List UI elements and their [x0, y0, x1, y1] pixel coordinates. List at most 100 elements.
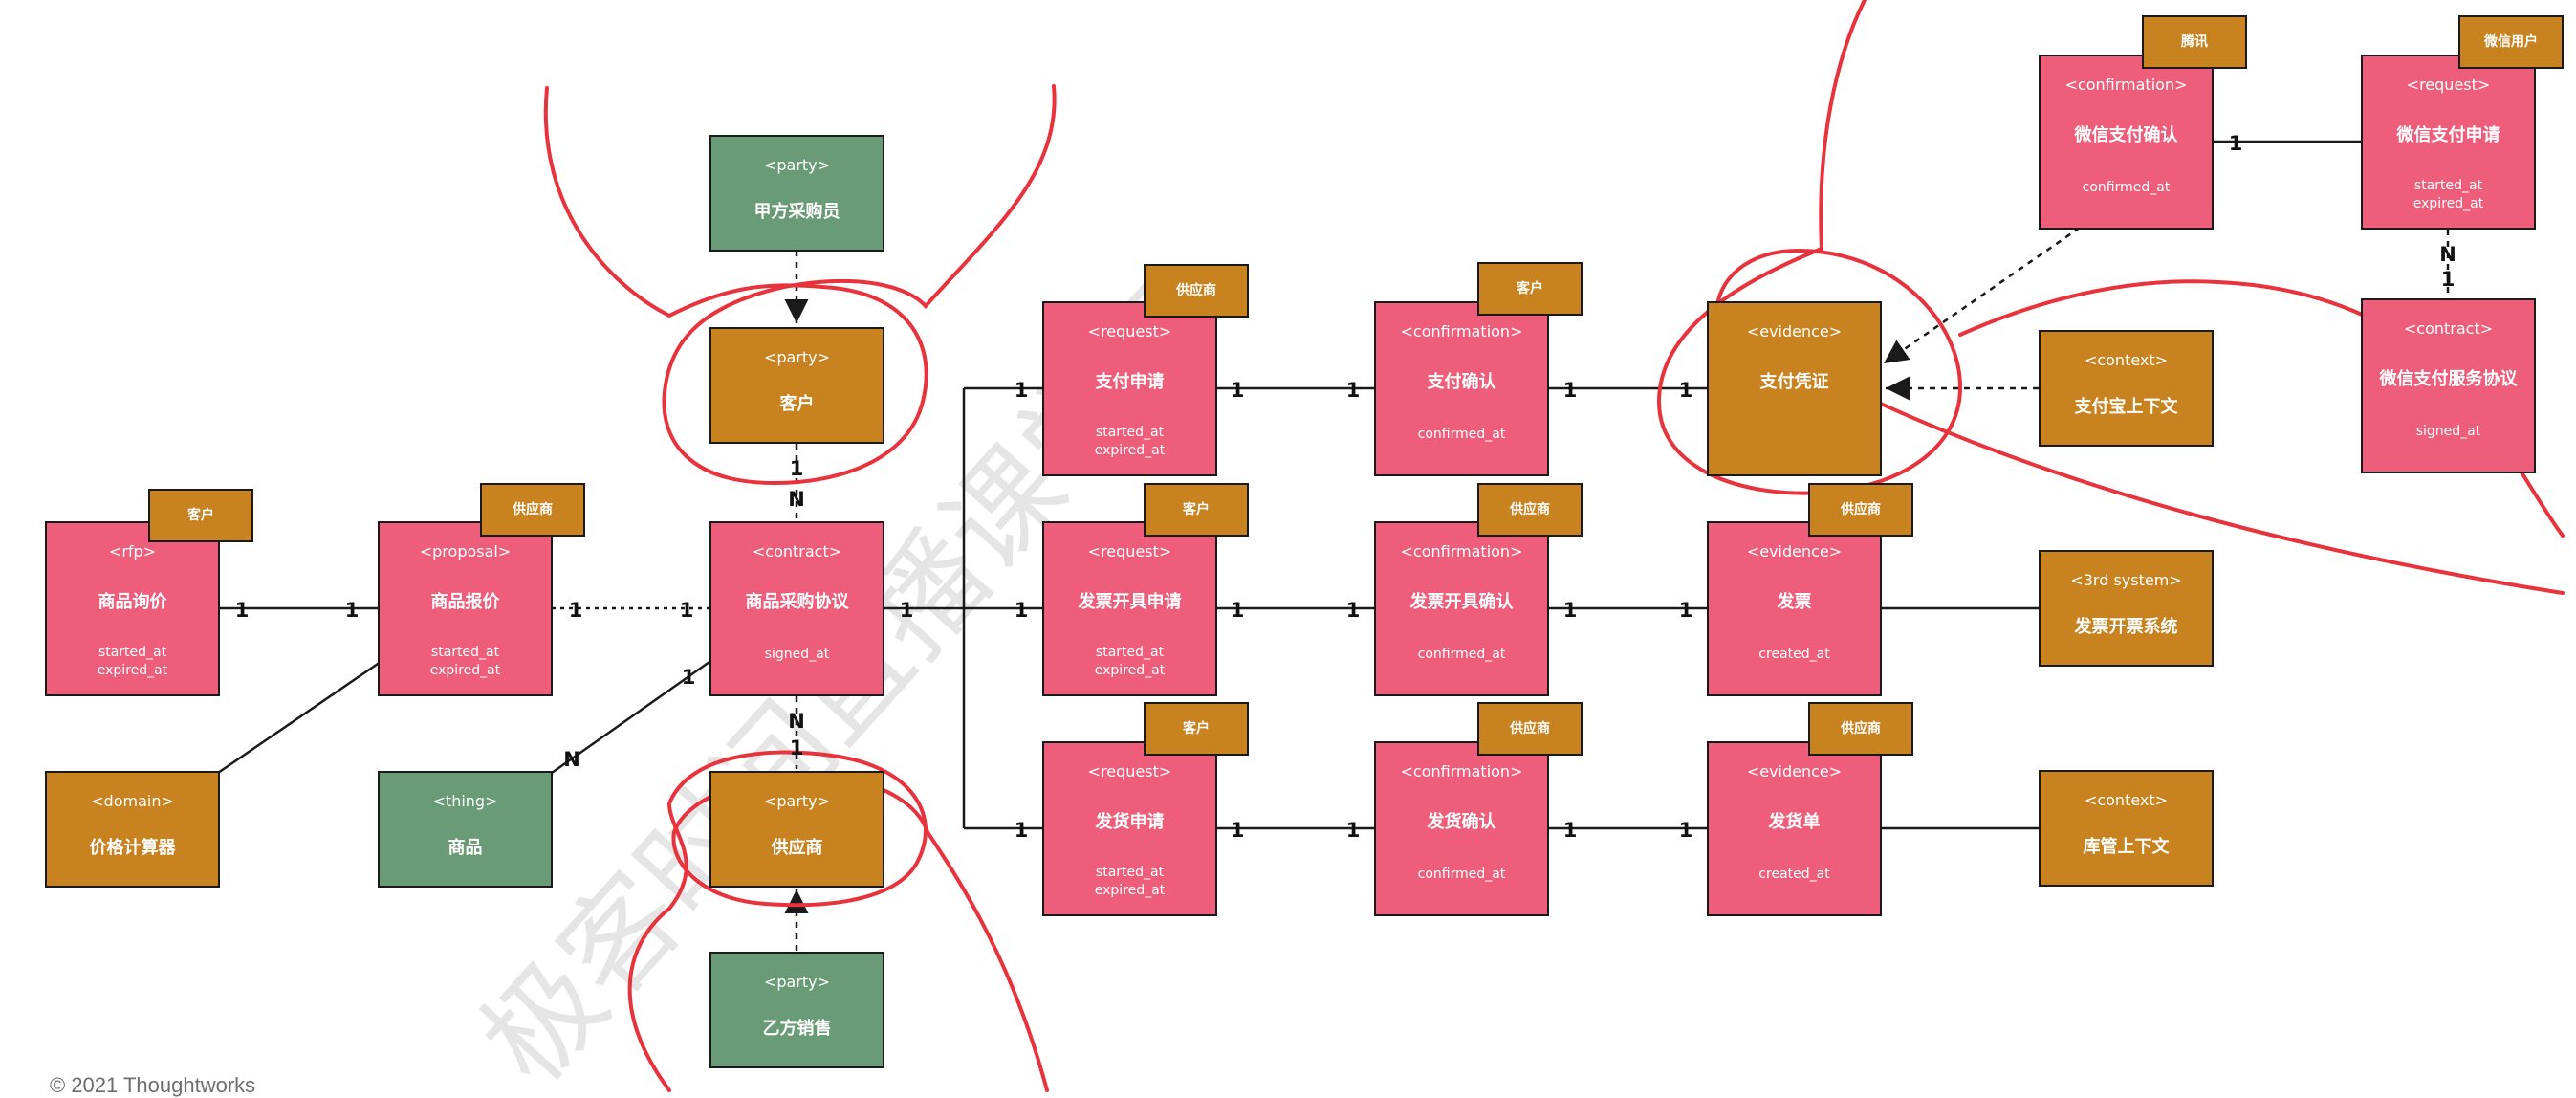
- rfp-box[interactable]: <rfp> 商品询价 started_at expired_at: [45, 521, 220, 696]
- alipay-context-stereotype: <context>: [2084, 351, 2169, 369]
- alipay-context-box[interactable]: <context> 支付宝上下文: [2039, 330, 2214, 447]
- price-calc-name: 价格计算器: [89, 838, 176, 858]
- cardinality-label: 1: [2228, 132, 2243, 155]
- cardinality-label: 1: [1678, 819, 1693, 842]
- buyer-name: 甲方采购员: [753, 202, 840, 222]
- supplier-stereotype: <party>: [763, 792, 831, 810]
- cardinality-label: 1: [1230, 599, 1245, 622]
- ship-confirm-stereotype: <confirmation>: [1400, 762, 1523, 780]
- goods-stereotype: <thing>: [432, 792, 498, 810]
- wx-contract-name: 微信支付服务协议: [2379, 369, 2518, 389]
- proposal-name: 商品报价: [430, 592, 500, 612]
- payment-proof-box[interactable]: <evidence> 支付凭证: [1707, 301, 1882, 476]
- pay-request-attr-expire: expired_at: [1094, 443, 1166, 458]
- invoice-confirm-box[interactable]: <confirmation> 发票开具确认 confirmed_at: [1374, 521, 1549, 696]
- warehouse-context-box[interactable]: <context> 库管上下文: [2039, 770, 2214, 887]
- ship-request-attrs: started_at expired_at: [1044, 864, 1215, 900]
- wx-confirm-box[interactable]: <confirmation> 微信支付确认 confirmed_at: [2039, 55, 2214, 230]
- warehouse-context-stereotype: <context>: [2084, 791, 2169, 809]
- invoice-name: 发票: [1777, 592, 1812, 612]
- pay-confirm-attrs: confirmed_at: [1376, 426, 1547, 444]
- wx-confirm-attrs: confirmed_at: [2041, 179, 2212, 197]
- contract-box[interactable]: <contract> 商品采购协议 signed_at: [709, 521, 884, 696]
- price-calc-box[interactable]: <domain> 价格计算器: [45, 771, 220, 888]
- buyer-box[interactable]: <party> 甲方采购员: [709, 135, 884, 252]
- customer-box[interactable]: <party> 客户: [709, 327, 884, 444]
- ship-request-attr-start: started_at: [1095, 865, 1165, 880]
- invoice-role-tag: 供应商: [1808, 483, 1913, 537]
- ship-request-role-tag: 客户: [1144, 702, 1249, 756]
- contract-attr-signed: signed_at: [764, 647, 830, 662]
- buyer-stereotype: <party>: [763, 156, 831, 174]
- invoice-request-attr-expire: expired_at: [1094, 663, 1166, 678]
- payment-proof-stereotype: <evidence>: [1746, 322, 1843, 340]
- payment-proof-name: 支付凭证: [1759, 372, 1829, 392]
- ship-confirm-name: 发货确认: [1427, 812, 1496, 832]
- wx-confirm-attr-confirmed: confirmed_at: [2082, 180, 2171, 195]
- wx-contract-attrs: signed_at: [2363, 423, 2534, 441]
- cardinality-label: 1: [234, 599, 250, 622]
- wx-request-attr-start: started_at: [2413, 178, 2483, 193]
- invoice-request-role-tag: 客户: [1144, 483, 1249, 537]
- ship-confirm-box[interactable]: <confirmation> 发货确认 confirmed_at: [1374, 741, 1549, 916]
- ship-request-box[interactable]: <request> 发货申请 started_at expired_at: [1042, 741, 1217, 916]
- cardinality-label: 1: [681, 666, 696, 689]
- ship-doc-role-tag: 供应商: [1808, 702, 1913, 756]
- proposal-attrs: started_at expired_at: [380, 644, 551, 680]
- wx-confirm-stereotype: <confirmation>: [2064, 76, 2188, 94]
- customer-name: 客户: [779, 394, 815, 414]
- proposal-role-tag: 供应商: [480, 483, 585, 537]
- cardinality-label: 1: [679, 599, 694, 622]
- rfp-stereotype: <rfp>: [108, 542, 157, 560]
- invoice-request-name: 发票开具申请: [1078, 592, 1182, 612]
- ship-request-name: 发货申请: [1095, 812, 1165, 832]
- proposal-stereotype: <proposal>: [419, 542, 512, 560]
- pay-confirm-attr-confirmed: confirmed_at: [1417, 427, 1506, 442]
- invoice-request-attrs: started_at expired_at: [1044, 644, 1215, 680]
- ship-confirm-attr-confirmed: confirmed_at: [1417, 867, 1506, 882]
- pay-request-box[interactable]: <request> 支付申请 started_at expired_at: [1042, 301, 1217, 476]
- rfp-attr-expire: expired_at: [97, 663, 168, 678]
- invoice-system-box[interactable]: <3rd system> 发票开票系统: [2039, 550, 2214, 667]
- pay-request-role-tag: 供应商: [1144, 264, 1249, 318]
- ship-confirm-role-tag: 供应商: [1477, 702, 1583, 756]
- seller-stereotype: <party>: [763, 973, 831, 991]
- invoice-box[interactable]: <evidence> 发票 created_at: [1707, 521, 1882, 696]
- cardinality-label: N: [2439, 243, 2456, 266]
- pay-confirm-box[interactable]: <confirmation> 支付确认 confirmed_at: [1374, 301, 1549, 476]
- wx-contract-box[interactable]: <contract> 微信支付服务协议 signed_at: [2361, 298, 2536, 473]
- wx-contract-stereotype: <contract>: [2403, 319, 2494, 338]
- cardinality-label: 1: [1345, 599, 1361, 622]
- ship-doc-attrs: created_at: [1709, 866, 1880, 884]
- seller-box[interactable]: <party> 乙方销售: [709, 952, 884, 1068]
- cardinality-label: 1: [568, 599, 583, 622]
- wx-confirm-role-tag: 腾讯: [2142, 15, 2247, 69]
- goods-box[interactable]: <thing> 商品: [378, 771, 553, 888]
- cardinality-label: 1: [899, 599, 914, 622]
- pay-confirm-role-tag: 客户: [1477, 262, 1583, 316]
- rfp-role-tag: 客户: [148, 489, 253, 542]
- ship-doc-box[interactable]: <evidence> 发货单 created_at: [1707, 741, 1882, 916]
- rfp-attrs: started_at expired_at: [47, 644, 218, 680]
- warehouse-context-name: 库管上下文: [2083, 837, 2170, 857]
- invoice-request-box[interactable]: <request> 发票开具申请 started_at expired_at: [1042, 521, 1217, 696]
- wx-confirm-name: 微信支付确认: [2074, 125, 2178, 145]
- contract-name: 商品采购协议: [745, 592, 849, 612]
- ship-request-attr-expire: expired_at: [1094, 883, 1166, 898]
- rfp-name: 商品询价: [98, 592, 167, 612]
- supplier-box[interactable]: <party> 供应商: [709, 771, 884, 888]
- wx-request-box[interactable]: <request> 微信支付申请 started_at expired_at: [2361, 55, 2536, 230]
- invoice-system-stereotype: <3rd system>: [2070, 571, 2182, 589]
- invoice-confirm-stereotype: <confirmation>: [1400, 542, 1523, 560]
- cardinality-label: 1: [344, 599, 360, 622]
- cardinality-label: 1: [1230, 379, 1245, 402]
- proposal-box[interactable]: <proposal> 商品报价 started_at expired_at: [378, 521, 553, 696]
- invoice-attrs: created_at: [1709, 646, 1880, 664]
- invoice-request-attr-start: started_at: [1095, 645, 1165, 660]
- copyright-footer: © 2021 Thoughtworks: [50, 1073, 256, 1097]
- cardinality-label: 1: [1562, 819, 1578, 842]
- cardinality-label: 1: [1678, 599, 1693, 622]
- rfp-attr-start: started_at: [98, 645, 167, 660]
- invoice-system-name: 发票开票系统: [2074, 617, 2178, 637]
